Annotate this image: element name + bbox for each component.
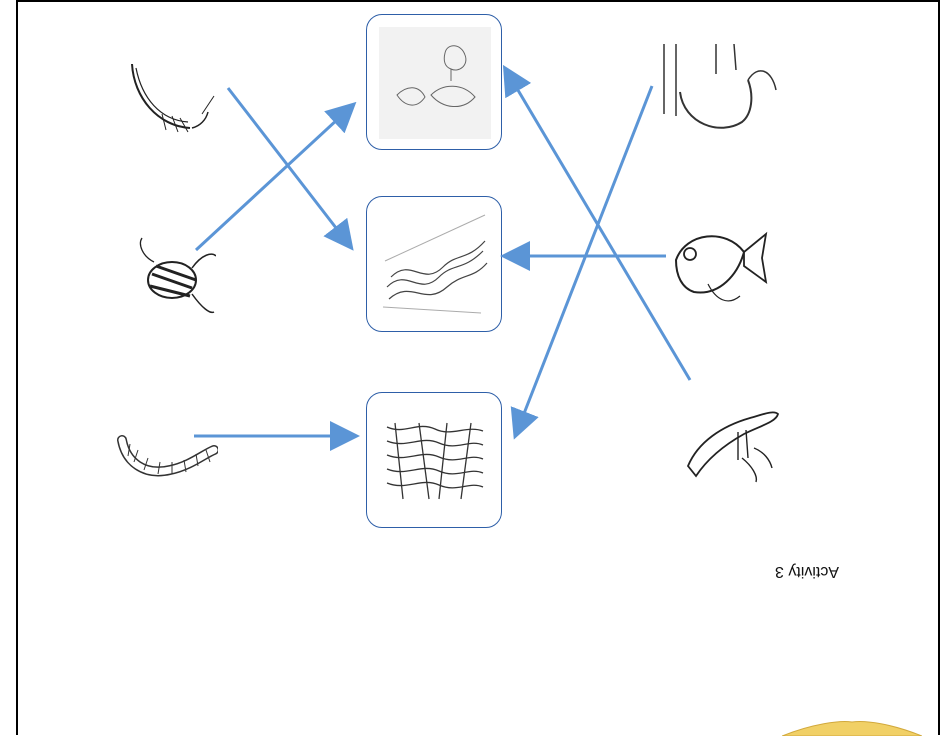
soil-icon bbox=[386, 422, 484, 500]
bird-icon bbox=[678, 396, 782, 484]
bee-icon bbox=[132, 234, 217, 324]
habitat-card-water bbox=[366, 196, 502, 332]
habitat-card-leaves bbox=[366, 14, 502, 150]
worksheet-frame bbox=[16, 0, 940, 735]
fish-icon bbox=[668, 222, 772, 310]
water-icon bbox=[382, 214, 488, 314]
leaves-icon bbox=[379, 27, 491, 139]
habitat-card-soil bbox=[366, 392, 502, 528]
logo-icon bbox=[782, 721, 922, 736]
activity-caption: Activity 3 bbox=[775, 563, 840, 580]
worm-icon bbox=[114, 428, 219, 482]
shrimp-icon bbox=[122, 44, 216, 136]
sloth-icon bbox=[654, 43, 784, 140]
